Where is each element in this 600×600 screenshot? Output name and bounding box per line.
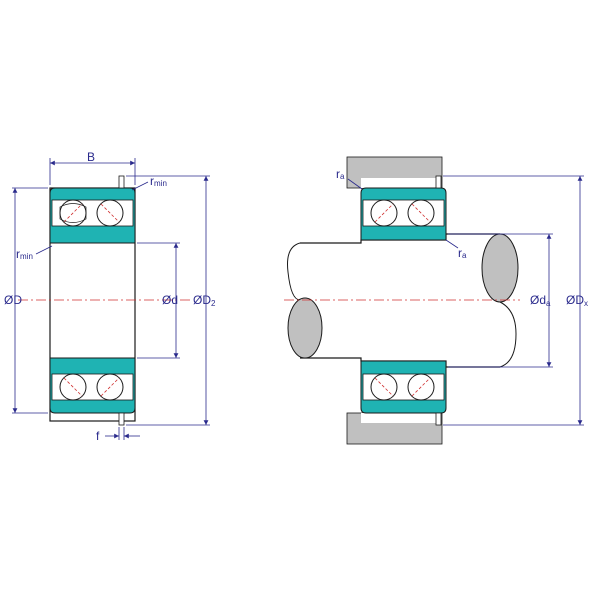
left-bearing-section — [18, 175, 190, 426]
label-r-a-mid: ra — [458, 246, 467, 260]
label-r-min-left: rmin — [16, 247, 33, 261]
label-ODx: ØDx — [566, 293, 588, 308]
left-dimensions — [12, 158, 210, 440]
label-r-a-top: ra — [336, 167, 345, 181]
right-top-ring — [360, 175, 447, 241]
label-Od: Ød — [162, 293, 178, 307]
label-B: B — [87, 150, 95, 164]
right-bottom-ring — [360, 360, 447, 426]
label-f: f — [96, 429, 100, 443]
shaft-end-left — [287, 297, 323, 359]
label-OD2: ØD2 — [193, 293, 216, 308]
shaft — [300, 233, 500, 368]
label-Oda: Øda — [530, 293, 551, 308]
label-OD: ØD — [4, 293, 22, 307]
shaft-end-right — [481, 233, 519, 303]
bottom-ring — [49, 357, 136, 426]
label-r-min-top: rmin — [150, 174, 167, 188]
right-mounted-section — [284, 156, 520, 445]
top-ring — [49, 175, 136, 244]
right-dimensions — [347, 175, 584, 426]
